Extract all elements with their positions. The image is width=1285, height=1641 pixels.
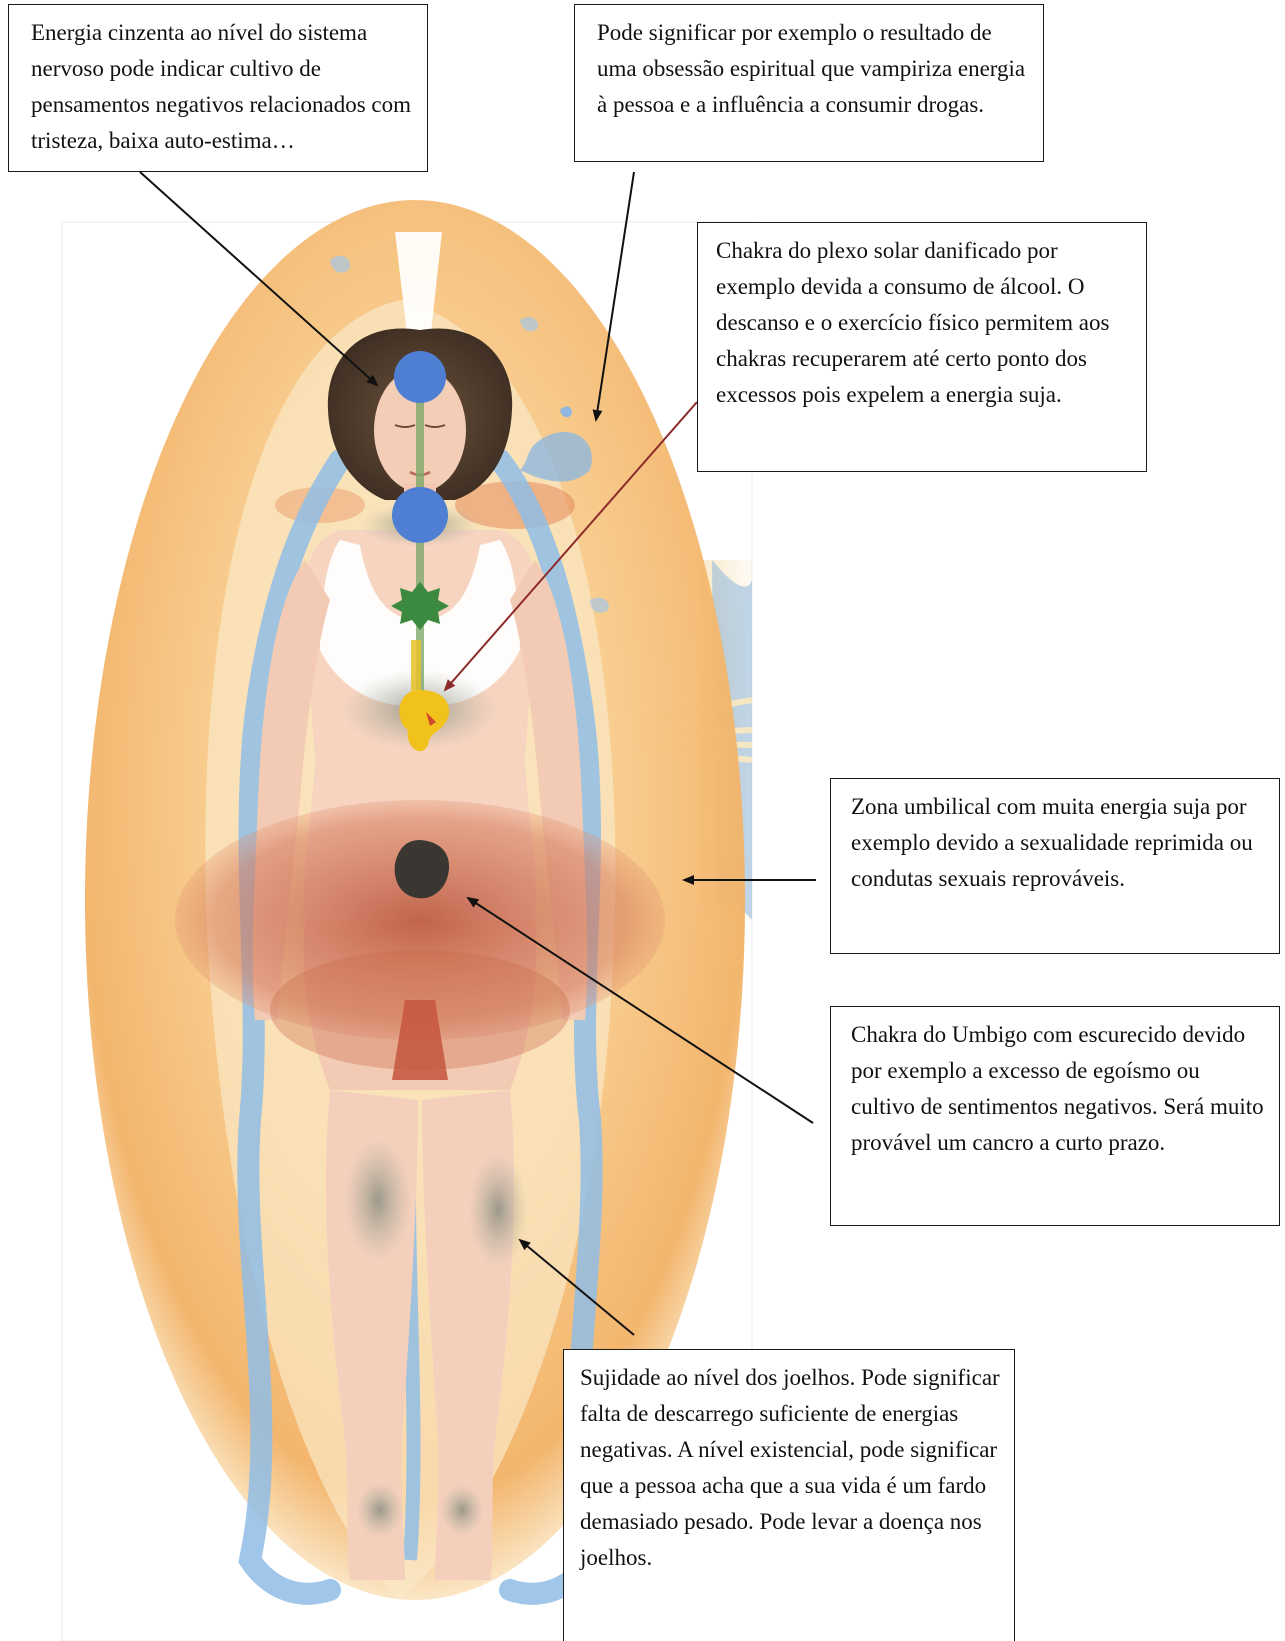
crown-chakra	[394, 351, 446, 403]
callout-navel-chakra: Chakra do Umbigo com escurecido devido p…	[830, 1006, 1280, 1226]
callout-spiritual-obsession: Pode significar por exemplo o resultado …	[574, 4, 1044, 162]
callout-nervous-system: Energia cinzenta ao nível do sistema ner…	[8, 4, 428, 172]
callout-knees: Sujidade ao nível dos joelhos. Pode sign…	[563, 1349, 1015, 1641]
throat-chakra	[392, 487, 448, 543]
callout-umbilical-zone: Zona umbilical com muita energia suja po…	[830, 778, 1280, 954]
callout-solar-plexus: Chakra do plexo solar danificado por exe…	[697, 222, 1147, 472]
